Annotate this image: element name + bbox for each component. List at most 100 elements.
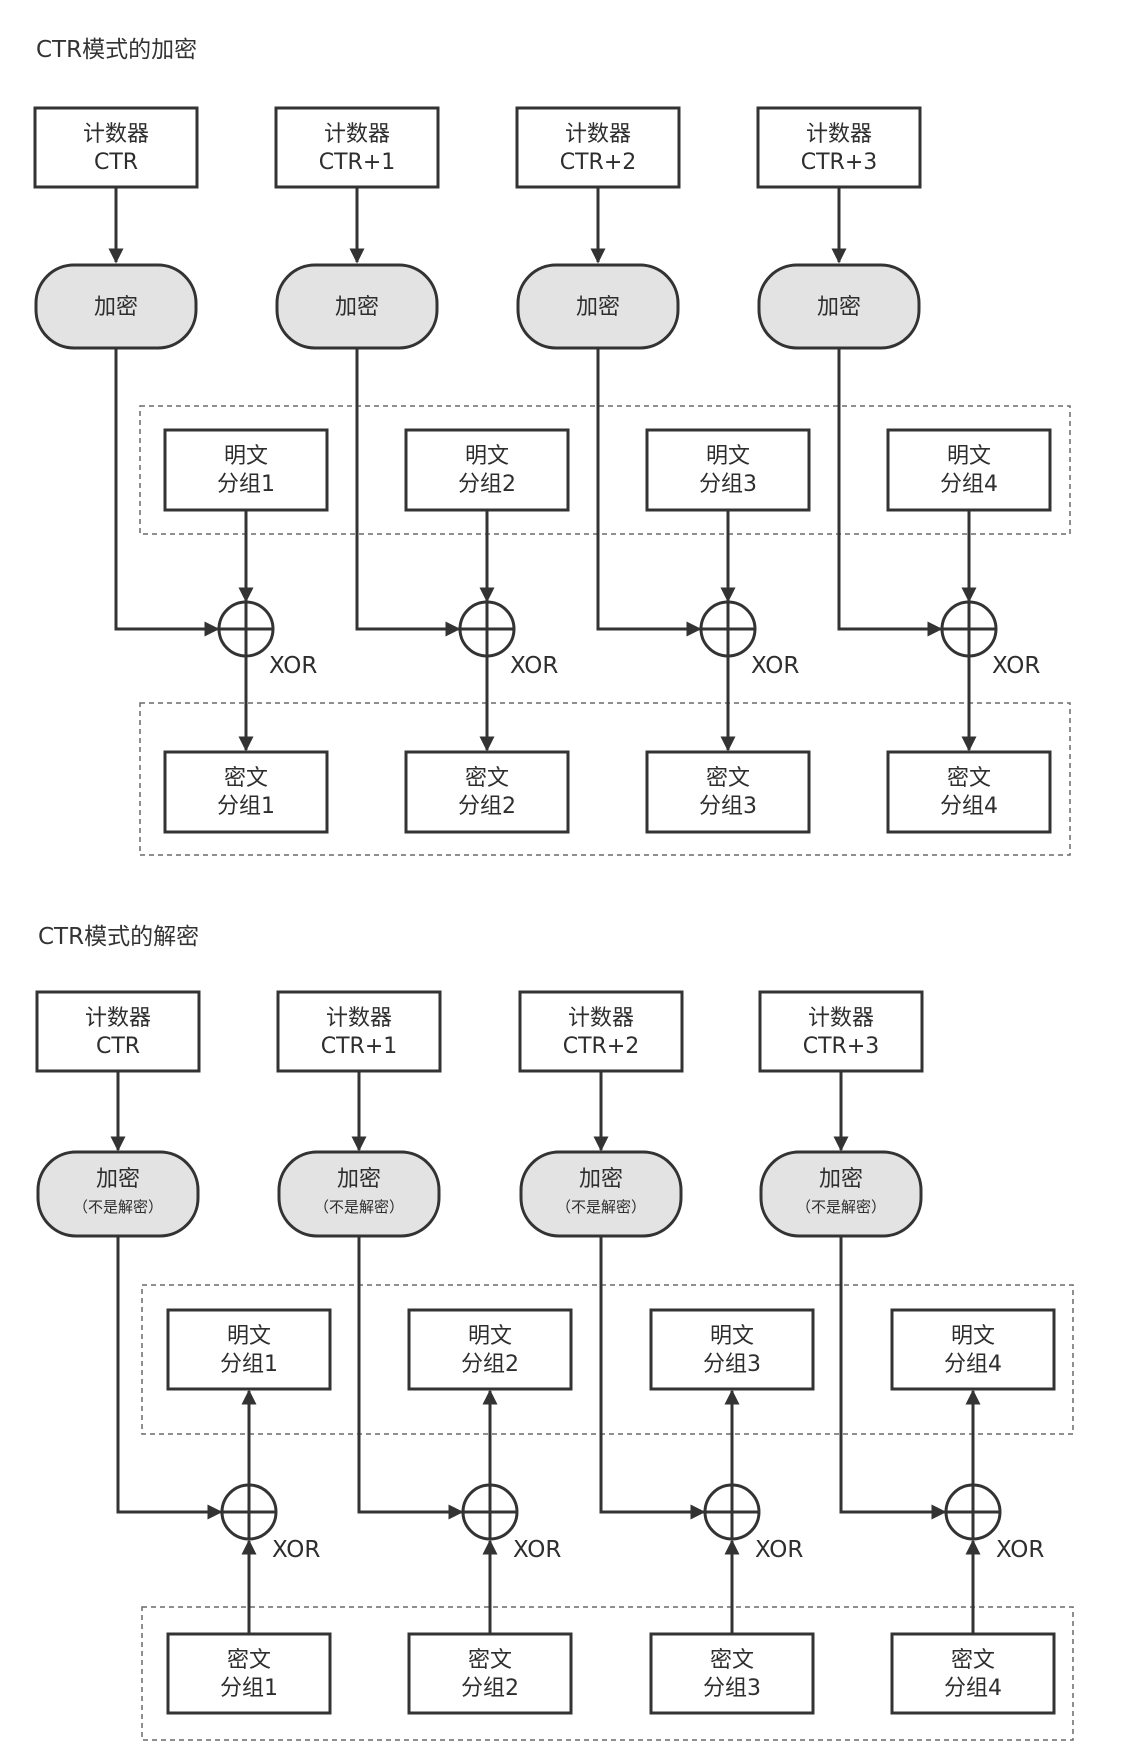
cipher-note: （不是解密） xyxy=(796,1198,886,1216)
plaintext-label: 明文 xyxy=(468,1324,512,1349)
plaintext-label: 明文 xyxy=(224,444,268,469)
decryption-section: CTR模式的解密 计数器 CTR xyxy=(35,924,1074,1741)
plaintext-box: 明文 分组4 xyxy=(890,1308,1056,1391)
ciphertext-label: 密文 xyxy=(951,1648,995,1673)
counter-label: 计数器 xyxy=(568,1006,634,1031)
plaintext-index: 分组2 xyxy=(461,1352,519,1377)
counter-value: CTR xyxy=(96,1034,140,1059)
encryption-title: CTR模式的加密 xyxy=(36,37,197,63)
ciphertext-index: 分组2 xyxy=(461,1676,519,1701)
cipher-block: 加密 （不是解密） xyxy=(36,1150,200,1238)
counter-box: 计数器 CTR+1 xyxy=(276,990,442,1073)
encryption-wires xyxy=(108,187,977,752)
plaintext-index: 分组3 xyxy=(703,1352,761,1377)
xor-label: XOR xyxy=(755,1537,803,1563)
cipher-block: 加密 （不是解密） xyxy=(277,1150,441,1238)
plaintext-index: 分组1 xyxy=(217,472,275,497)
xor-node: XOR xyxy=(461,1483,561,1563)
plaintext-label: 明文 xyxy=(465,444,509,469)
plaintext-box: 明文 分组1 xyxy=(163,428,329,512)
counter-value: CTR+1 xyxy=(319,150,396,175)
counter-label: 计数器 xyxy=(85,1006,151,1031)
ciphertext-index: 分组1 xyxy=(220,1676,278,1701)
counter-value: CTR+3 xyxy=(801,150,878,175)
xor-node: XOR xyxy=(217,600,317,679)
plaintext-box: 明文 分组3 xyxy=(649,1308,815,1391)
ciphertext-box: 密文 分组1 xyxy=(166,1632,332,1715)
plaintext-box: 明文 分组1 xyxy=(166,1308,332,1391)
ciphertext-box: 密文 分组2 xyxy=(407,1632,573,1715)
cipher-label: 加密 xyxy=(335,295,379,320)
ciphertext-label: 密文 xyxy=(710,1648,754,1673)
ciphertext-group xyxy=(139,702,1071,856)
counter-value: CTR+3 xyxy=(803,1034,880,1059)
plaintext-box: 明文 分组3 xyxy=(645,428,811,512)
xor-node: XOR xyxy=(458,600,558,679)
counter-box: 计数器 CTR+3 xyxy=(756,106,922,189)
cipher-block: 加密 （不是解密） xyxy=(519,1150,683,1238)
ciphertext-box: 密文 分组3 xyxy=(649,1632,815,1715)
counter-box: 计数器 CTR xyxy=(35,990,201,1073)
decryption-title: CTR模式的解密 xyxy=(38,924,199,950)
cipher-note: （不是解密） xyxy=(556,1198,646,1216)
ciphertext-label: 密文 xyxy=(706,766,750,791)
counter-label: 计数器 xyxy=(808,1006,874,1031)
plaintext-index: 分组4 xyxy=(940,472,998,497)
xor-label: XOR xyxy=(272,1537,320,1563)
ciphertext-index: 分组4 xyxy=(944,1676,1002,1701)
plaintext-label: 明文 xyxy=(710,1324,754,1349)
xor-node: XOR xyxy=(699,600,799,679)
xor-label: XOR xyxy=(996,1537,1044,1563)
ciphertext-index: 分组4 xyxy=(940,794,998,819)
xor-node: XOR xyxy=(703,1483,803,1563)
ciphertext-label: 密文 xyxy=(947,766,991,791)
xor-label: XOR xyxy=(269,653,317,679)
cipher-label: 加密 xyxy=(96,1167,140,1192)
cipher-block: 加密 xyxy=(275,263,439,350)
plaintext-box: 明文 分组4 xyxy=(886,428,1052,512)
plaintext-index: 分组3 xyxy=(699,472,757,497)
xor-node: XOR xyxy=(220,1483,320,1563)
xor-label: XOR xyxy=(992,653,1040,679)
xor-label: XOR xyxy=(751,653,799,679)
ciphertext-index: 分组2 xyxy=(458,794,516,819)
counter-value: CTR+1 xyxy=(321,1034,398,1059)
counter-value: CTR+2 xyxy=(560,150,637,175)
xor-node: XOR xyxy=(940,600,1040,679)
ciphertext-label: 密文 xyxy=(465,766,509,791)
counter-box: 计数器 CTR+1 xyxy=(274,106,440,189)
ciphertext-box: 密文 分组3 xyxy=(645,750,811,834)
cipher-label: 加密 xyxy=(94,295,138,320)
counter-box: 计数器 CTR+3 xyxy=(758,990,924,1073)
counter-label: 计数器 xyxy=(565,122,631,147)
ciphertext-box: 密文 分组1 xyxy=(163,750,329,834)
counter-value: CTR+2 xyxy=(563,1034,640,1059)
ciphertext-index: 分组3 xyxy=(703,1676,761,1701)
xor-label: XOR xyxy=(510,653,558,679)
plaintext-index: 分组2 xyxy=(458,472,516,497)
xor-label: XOR xyxy=(513,1537,561,1563)
xor-node: XOR xyxy=(944,1483,1044,1563)
decryption-wires xyxy=(110,1071,981,1634)
cipher-block: 加密 xyxy=(757,263,921,350)
ciphertext-label: 密文 xyxy=(227,1648,271,1673)
plaintext-index: 分组1 xyxy=(220,1352,278,1377)
ciphertext-box: 密文 分组4 xyxy=(886,750,1052,834)
plaintext-label: 明文 xyxy=(706,444,750,469)
ciphertext-group xyxy=(141,1606,1074,1741)
cipher-label: 加密 xyxy=(817,295,861,320)
counter-box: 计数器 CTR+2 xyxy=(515,106,681,189)
cipher-note: （不是解密） xyxy=(73,1198,163,1216)
cipher-label: 加密 xyxy=(579,1167,623,1192)
counter-label: 计数器 xyxy=(326,1006,392,1031)
plaintext-index: 分组4 xyxy=(944,1352,1002,1377)
plaintext-label: 明文 xyxy=(951,1324,995,1349)
plaintext-box: 明文 分组2 xyxy=(407,1308,573,1391)
ciphertext-box: 密文 分组2 xyxy=(404,750,570,834)
counter-label: 计数器 xyxy=(806,122,872,147)
plaintext-group xyxy=(139,405,1071,535)
counter-box: 计数器 CTR+2 xyxy=(518,990,684,1073)
cipher-label: 加密 xyxy=(337,1167,381,1192)
cipher-block: 加密 xyxy=(516,263,680,350)
